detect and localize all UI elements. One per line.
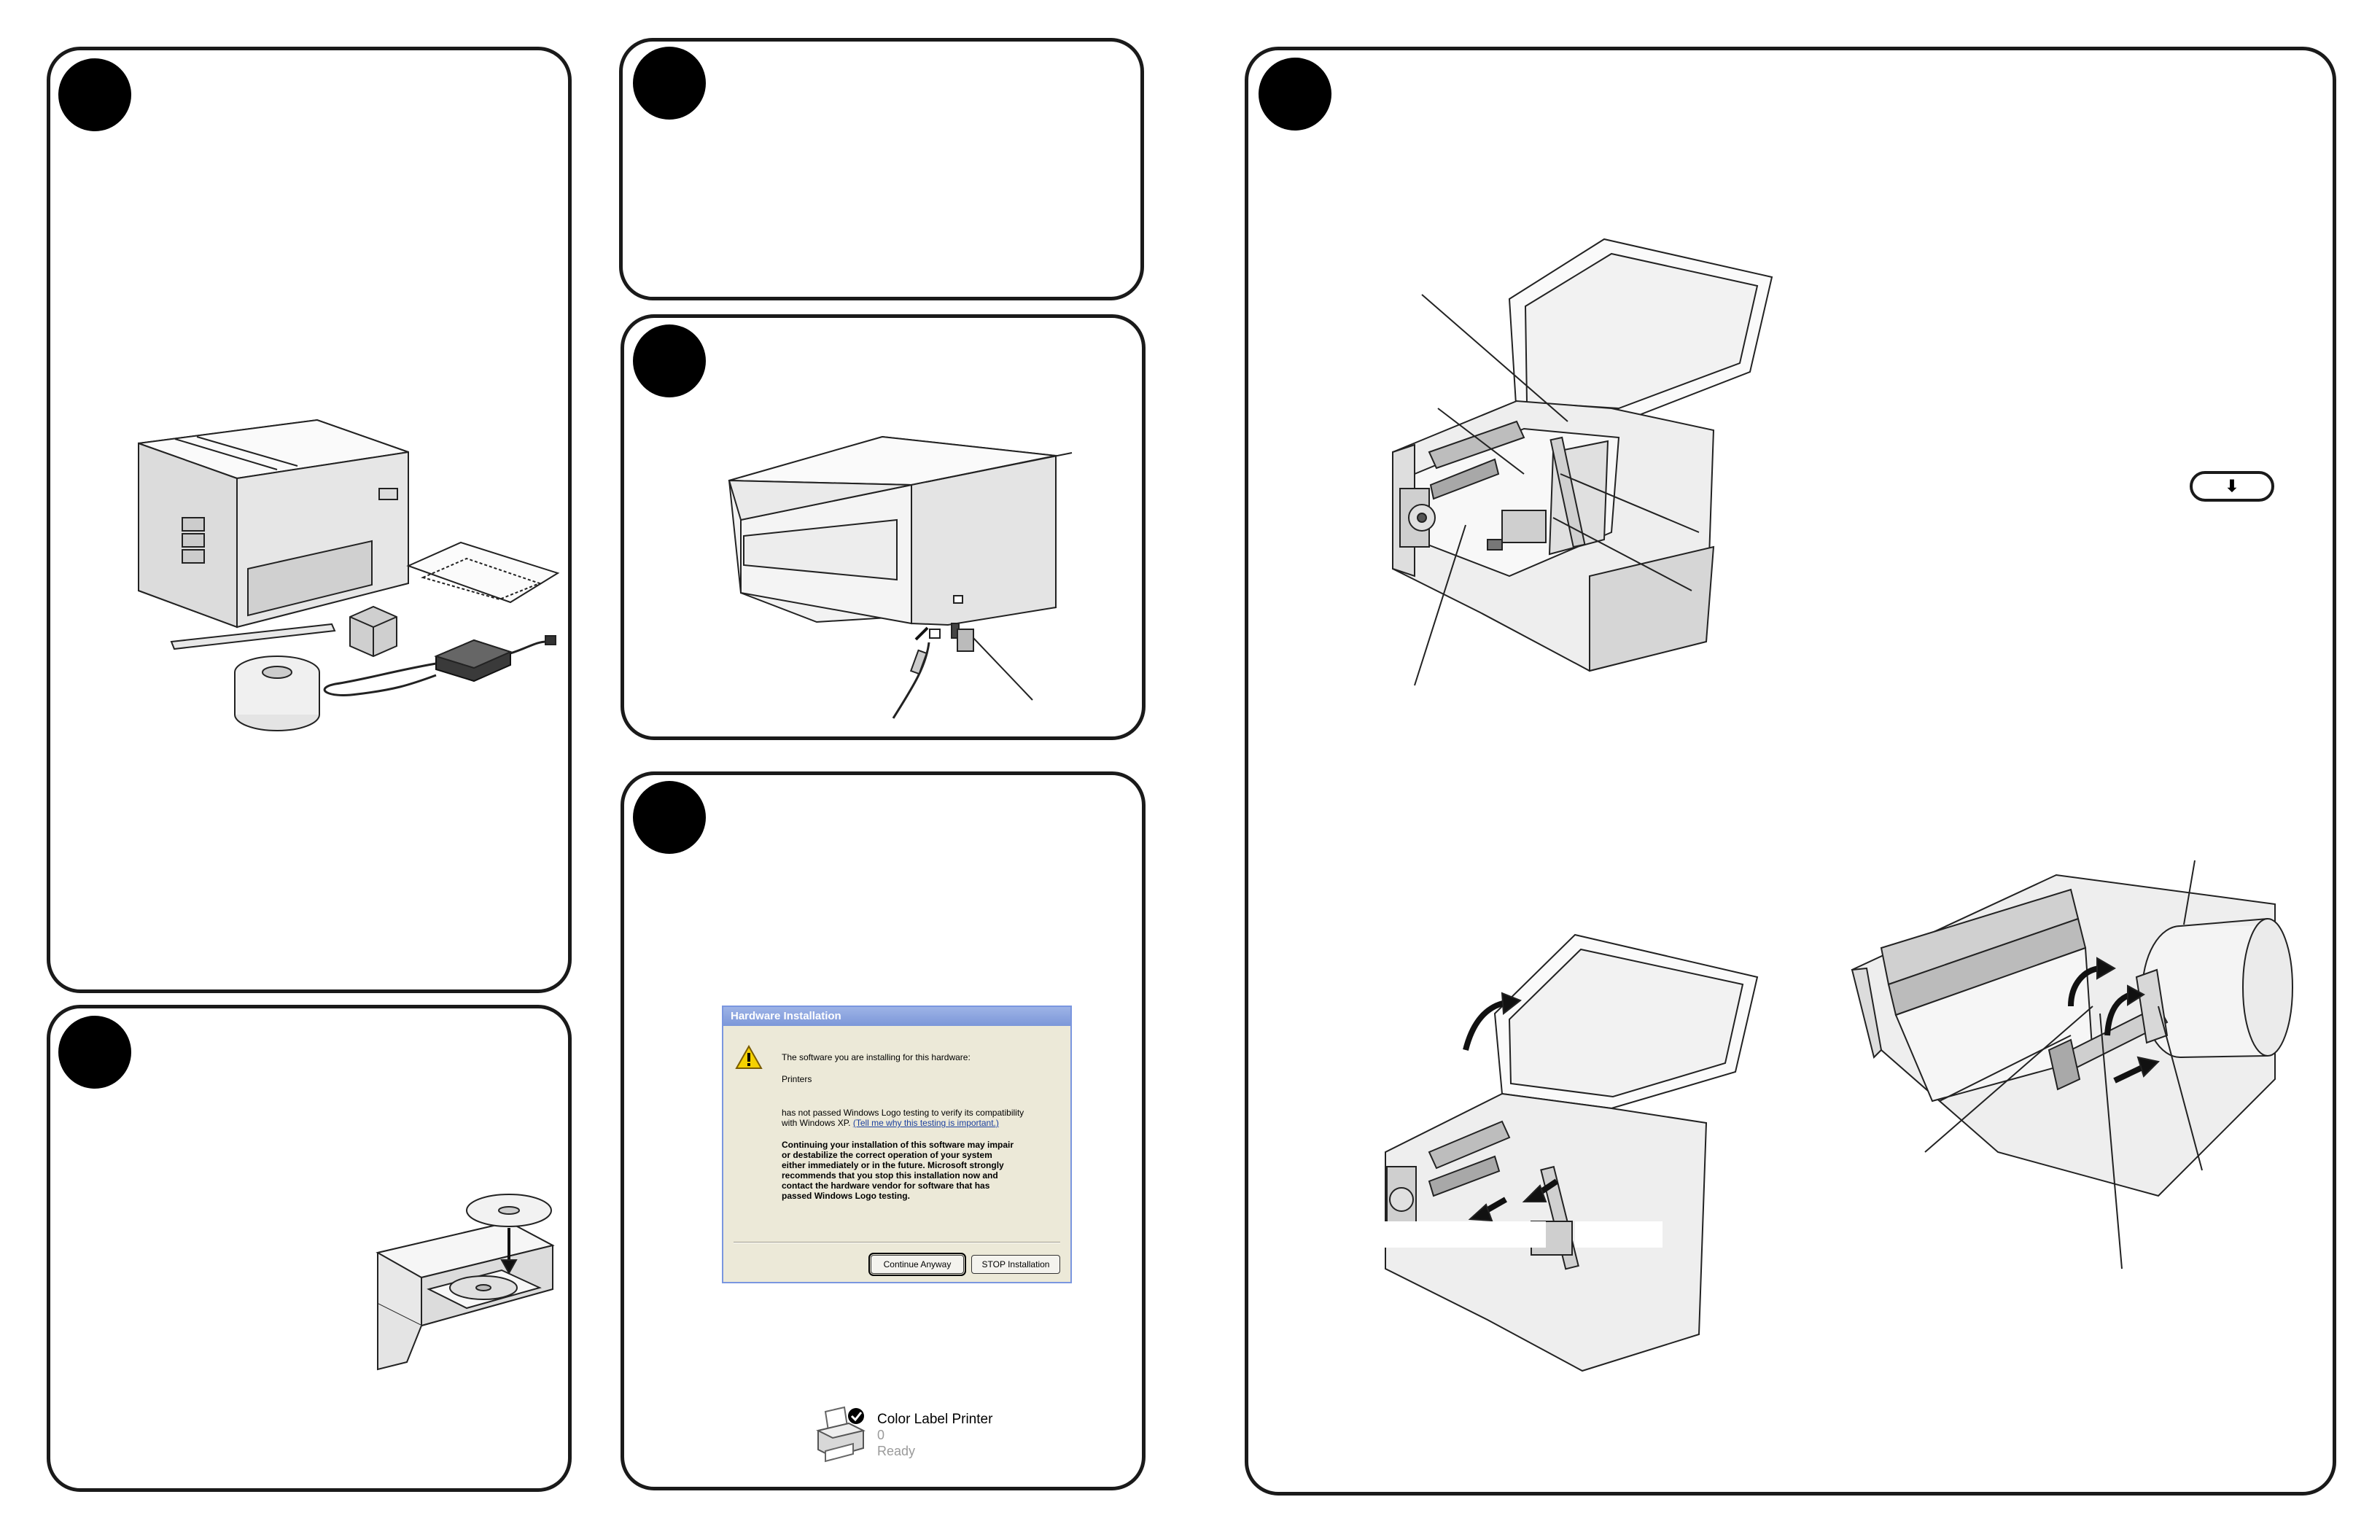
hardware-installation-dialog: Hardware Installation The software you a… xyxy=(722,1006,1072,1283)
printer-queue-count: 0 xyxy=(877,1428,885,1442)
feed-key-indicator: ⬇ xyxy=(2190,471,2274,502)
continue-anyway-button[interactable]: Continue Anyway xyxy=(868,1253,966,1276)
dialog-warning-line: recommends that you stop this installati… xyxy=(782,1170,998,1181)
step-number-circle xyxy=(58,1016,131,1089)
insert-label-roll-illustration xyxy=(1852,860,2290,1283)
stop-installation-button[interactable]: STOP Installation xyxy=(971,1255,1060,1274)
step-panel-info xyxy=(619,38,1144,300)
dialog-line3a: has not passed Windows Logo testing to v… xyxy=(782,1108,1024,1118)
dialog-line3b-row: with Windows XP. (Tell me why this testi… xyxy=(782,1118,999,1128)
dialog-line3b: with Windows XP. xyxy=(782,1118,851,1128)
testing-info-link[interactable]: (Tell me why this testing is important.) xyxy=(852,1118,999,1128)
printer-rear-power-illustration xyxy=(729,434,1057,726)
printer-name: Color Label Printer xyxy=(877,1412,993,1427)
dialog-device: Printers xyxy=(782,1074,812,1084)
dialog-warning-line: Continuing your installation of this sof… xyxy=(782,1140,1014,1150)
dialog-line1: The software you are installing for this… xyxy=(782,1052,971,1062)
printer-box-contents-illustration xyxy=(131,408,569,729)
printer-state: Ready xyxy=(877,1444,916,1458)
dialog-warning-line: passed Windows Logo testing. xyxy=(782,1191,910,1201)
warning-icon xyxy=(735,1045,763,1069)
dialog-warning-line: or destabilize the correct operation of … xyxy=(782,1150,992,1160)
step-number-circle xyxy=(58,58,131,131)
dialog-warning-line: contact the hardware vendor for software… xyxy=(782,1181,990,1191)
step-number-circle xyxy=(1259,58,1331,131)
step-number-circle xyxy=(633,47,706,120)
dialog-warning-line: either immediately or in the future. Mic… xyxy=(782,1160,1004,1170)
step-number-circle xyxy=(633,781,706,854)
down-arrow-icon: ⬇ xyxy=(2225,477,2239,495)
dialog-divider xyxy=(734,1242,1060,1243)
dialog-title: Hardware Installation xyxy=(723,1007,1070,1026)
step-number-circle xyxy=(633,324,706,397)
lift-roll-guide-illustration xyxy=(1371,933,1765,1371)
cd-drive-illustration xyxy=(378,1180,564,1369)
open-printer-label-path-illustration xyxy=(1371,233,1779,685)
printer-status-item[interactable]: Color Label Printer 0 Ready xyxy=(815,1399,1049,1464)
printer-icon xyxy=(816,1406,866,1463)
